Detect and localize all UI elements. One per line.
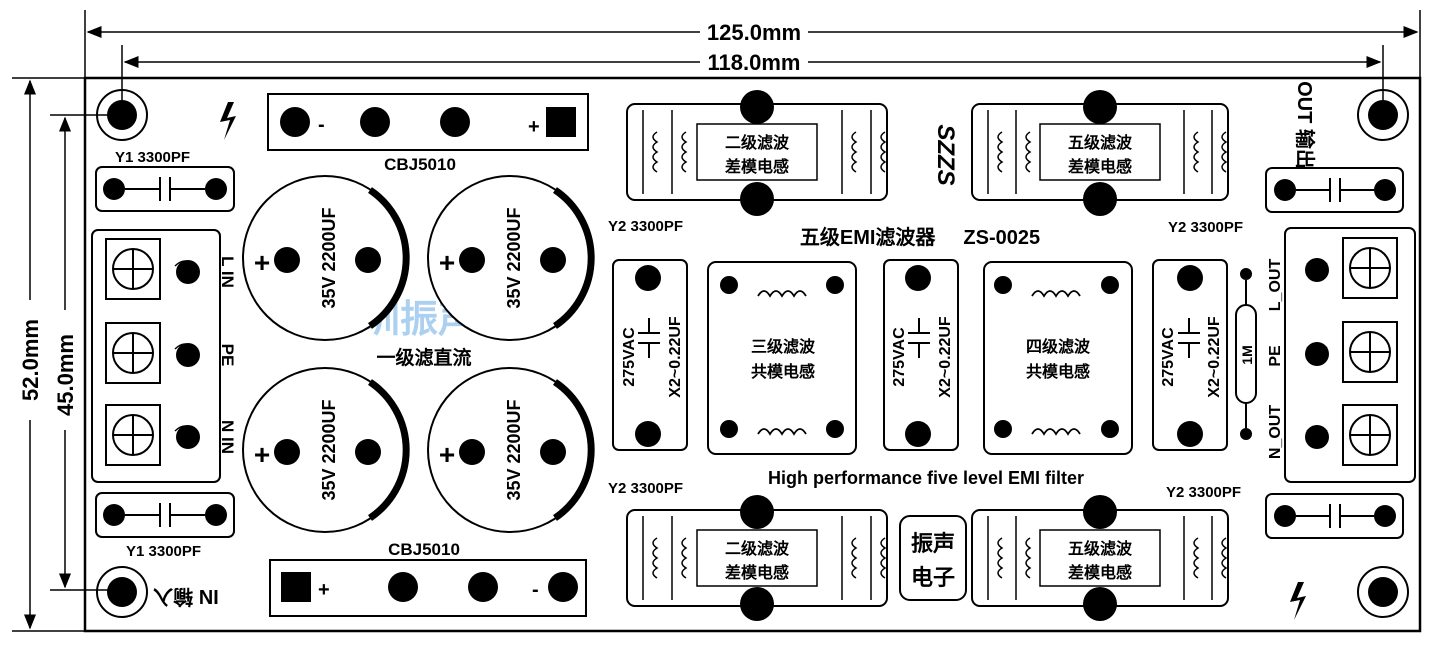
- y2-top-right-label: Y2 3300PF: [1168, 219, 1243, 236]
- bridge-label-bottom: CBJ5010: [388, 540, 460, 559]
- dimension-lines: [12, 10, 1421, 632]
- bridge-plus-bottom: +: [318, 579, 330, 601]
- pe-in-label: PE: [218, 344, 237, 367]
- inductor-label-1: 二级滤波: [725, 133, 790, 152]
- bleed-resistor: 1M: [1235, 268, 1257, 440]
- y1-top-label: Y1 3300PF: [115, 149, 190, 166]
- l-out-label: L_OUT: [1267, 259, 1284, 312]
- in-label: IN 输入: [153, 585, 219, 609]
- bridge-rectifier-bottom: [269, 559, 587, 617]
- inductor-label-2: 差模电感: [1068, 157, 1132, 176]
- inductor-label-1: 二级滤波: [725, 539, 790, 558]
- inductor-label-1: 五级滤波: [1068, 133, 1133, 152]
- out-label: OUT 输出: [1293, 81, 1317, 169]
- inductor-label-2: 差模电感: [1068, 563, 1132, 582]
- svg-text:+: +: [254, 439, 270, 470]
- stage3-common-mode-choke: 三级滤波 共模电感: [707, 261, 857, 455]
- bridge-plus-top: +: [528, 116, 540, 138]
- brand-logo: 振声 电子: [899, 515, 967, 601]
- pe-out-label: PE: [1267, 345, 1284, 367]
- choke-label-2: 共模电感: [1026, 362, 1090, 381]
- svg-text:+: +: [439, 247, 455, 278]
- l-in-label: L IN: [218, 256, 237, 288]
- y1-cap-top: [95, 166, 235, 212]
- board-outline: [83, 76, 1422, 633]
- x2-value: X2~0.22UF: [937, 316, 954, 398]
- stage4-common-mode-choke: 四级滤波 共模电感: [983, 261, 1133, 455]
- inductor-label-2: 差模电感: [725, 157, 789, 176]
- outer-width-label: 125.0mm: [707, 20, 801, 45]
- x2-cap-1: 275VAC X2~0.22UF: [612, 259, 688, 451]
- inner-width-label: 118.0mm: [708, 50, 801, 75]
- cap-value: 35V 2200UF: [319, 207, 339, 308]
- bridge-rectifier-top: [267, 93, 589, 151]
- resistor-value: 1M: [1239, 345, 1255, 364]
- n-out-label: N_OUT: [1267, 405, 1284, 459]
- stage2-inductor-bottom: 二级滤波 差模电感: [626, 495, 888, 621]
- x2-voltage: 275VAC: [891, 327, 908, 387]
- y1-cap-right-top: [1265, 167, 1404, 213]
- y2-bottom-left-label: Y2 3300PF: [608, 480, 683, 497]
- mounting-holes: [96, 89, 1409, 618]
- x2-value: X2~0.22UF: [667, 316, 684, 398]
- bridge-minus-bottom: -: [532, 579, 539, 601]
- rectifier-stage-label: 一级滤直流: [376, 346, 471, 369]
- stage5-inductor-bottom: 五级滤波 差模电感: [971, 495, 1229, 621]
- inductor-label-1: 五级滤波: [1068, 539, 1133, 558]
- svg-text:振声: 振声: [911, 531, 955, 556]
- cap-value: 35V 2200UF: [504, 207, 524, 308]
- choke-label-1: 三级滤波: [751, 337, 816, 356]
- bridge-label-top: CBJ5010: [384, 155, 456, 174]
- x2-cap-3: 275VAC X2~0.22UF: [1152, 259, 1228, 451]
- inductor-label-2: 差模电感: [725, 563, 789, 582]
- hazard-icon: [220, 102, 236, 140]
- inner-height-label: 45.0mm: [53, 334, 78, 416]
- electrolytic-cap-2: + 35V 2200UF: [427, 175, 595, 341]
- svg-text:+: +: [439, 439, 455, 470]
- y2-bottom-right-label: Y2 3300PF: [1166, 484, 1241, 501]
- cap-value: 35V 2200UF: [504, 399, 524, 500]
- board-subtitle: High performance five level EMI filter: [768, 468, 1084, 488]
- n-in-label: N IN: [218, 420, 237, 454]
- x2-voltage: 275VAC: [1160, 327, 1177, 387]
- x2-cap-2: 275VAC X2~0.22UF: [883, 259, 959, 451]
- electrolytic-cap-1: + 35V 2200UF: [242, 175, 410, 341]
- choke-label-1: 四级滤波: [1026, 337, 1091, 356]
- choke-label-2: 共模电感: [751, 362, 815, 381]
- stage5-inductor-top: 五级滤波 差模电感: [971, 90, 1229, 216]
- svg-text:电子: 电子: [911, 565, 955, 590]
- cap-value: 35V 2200UF: [319, 399, 339, 500]
- stage2-inductor-top: 二级滤波 差模电感: [626, 90, 888, 216]
- y2-top-left-label: Y2 3300PF: [608, 218, 683, 235]
- outer-height-label: 52.0mm: [18, 319, 43, 401]
- bridge-minus-top: -: [318, 114, 325, 136]
- brand-vertical: SZZS: [932, 124, 959, 185]
- x2-value: X2~0.22UF: [1206, 316, 1223, 398]
- y1-cap-bottom: [95, 492, 235, 538]
- x2-voltage: 275VAC: [621, 327, 638, 387]
- svg-text:+: +: [254, 247, 270, 278]
- electrolytic-cap-3: + 35V 2200UF: [242, 367, 410, 533]
- hazard-icon: [1290, 582, 1306, 620]
- y1-cap-right-bottom: [1265, 493, 1404, 539]
- y1-bottom-label: Y1 3300PF: [126, 543, 201, 560]
- electrolytic-cap-4: + 35V 2200UF: [427, 367, 595, 533]
